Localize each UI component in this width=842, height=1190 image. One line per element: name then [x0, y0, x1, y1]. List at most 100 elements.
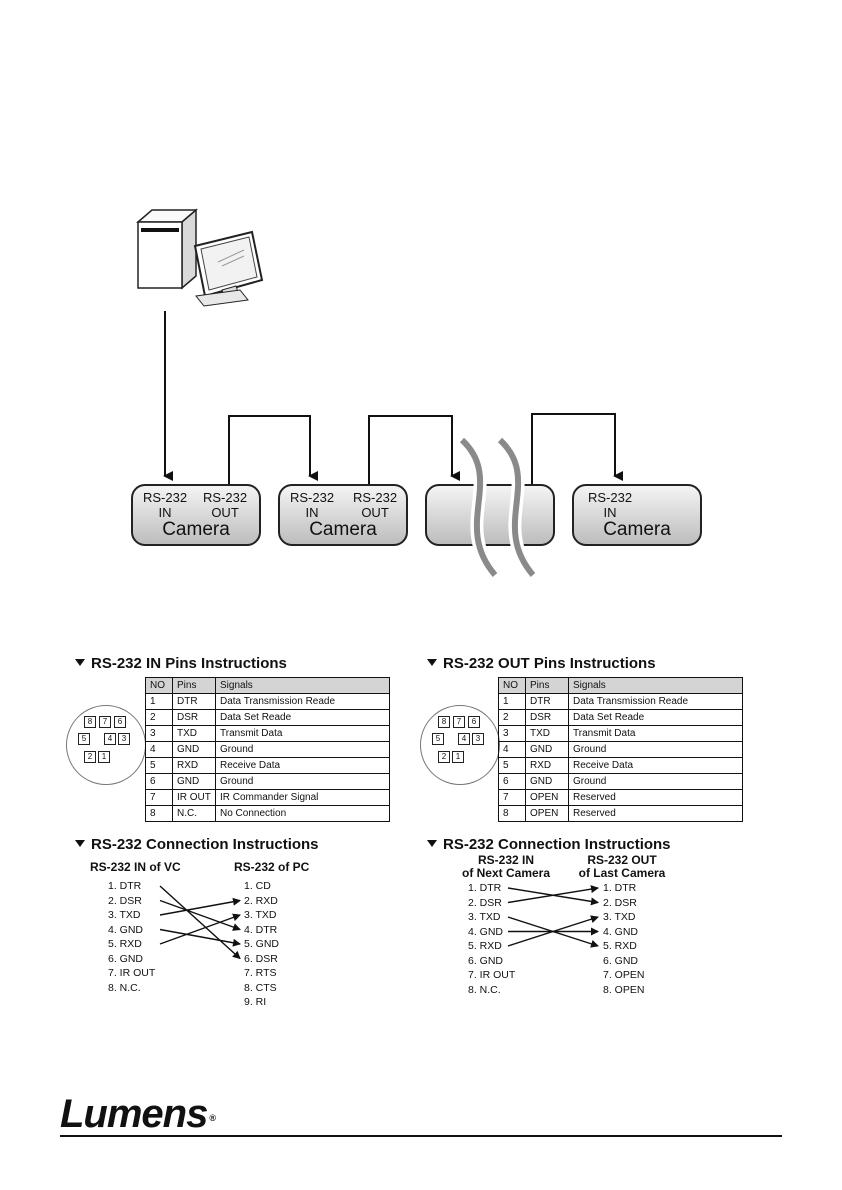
connector-pin: 7	[99, 716, 111, 728]
table-cell: OPEN	[525, 789, 569, 806]
pin-list-item: 4. GND	[108, 923, 144, 936]
wire-line	[159, 897, 241, 916]
pin-list-item: 2. DSR	[468, 896, 502, 909]
wire-line	[507, 916, 599, 948]
triangle-bullet-icon	[427, 658, 437, 666]
table-cell: Ground	[215, 773, 390, 790]
table-cell: 7	[498, 789, 526, 806]
pin-list-item: 6. GND	[108, 952, 144, 965]
table-cell: Transmit Data	[215, 725, 390, 742]
table-cell: DSR	[525, 709, 569, 726]
column-header: NO	[498, 677, 526, 694]
connector-pin: 5	[432, 733, 444, 745]
table-cell: 3	[145, 725, 173, 742]
table-cell: 4	[498, 741, 526, 758]
pin-list-item: 5. RXD	[603, 940, 637, 952]
camera-label: Camera	[162, 519, 230, 540]
connector-pin: 6	[114, 716, 126, 728]
table-cell: 7	[145, 789, 173, 806]
table-cell: IR OUT	[172, 789, 216, 806]
table-cell: 2	[145, 709, 173, 726]
table-cell: N.C.	[172, 805, 216, 822]
pin-list-item: 6. DSR	[244, 952, 278, 965]
pin-list-item: 3. TXD	[468, 911, 501, 923]
wire-line	[507, 885, 599, 904]
triangle-bullet-icon	[75, 658, 85, 666]
table-cell: OPEN	[525, 805, 569, 822]
table-cell: 1	[498, 693, 526, 710]
break-marks	[459, 437, 536, 577]
connector-pin: 8	[84, 716, 96, 728]
chain-line-2	[368, 415, 460, 484]
chain-line-1	[228, 415, 318, 484]
connector-pin: 5	[78, 733, 90, 745]
wire-line	[159, 913, 241, 945]
connector-pin: 1	[98, 751, 110, 763]
table-cell: 3	[498, 725, 526, 742]
wire-line	[507, 915, 599, 947]
pin-list-item: 7. OPEN	[603, 969, 645, 981]
table-cell: Ground	[215, 741, 390, 758]
table-header-row: NO Pins Signals	[145, 677, 390, 694]
column-header: NO	[145, 677, 173, 694]
connector-pin: 4	[458, 733, 470, 745]
pin-list-item: 7. IR OUT	[468, 969, 516, 981]
table-cell: GND	[525, 773, 569, 790]
table-cell: Ground	[568, 773, 743, 790]
table-cell: RXD	[172, 757, 216, 774]
connection-heading-vc-pc: RS-232 Connection Instructions	[75, 836, 319, 853]
registered-mark: ®	[209, 1113, 216, 1123]
table-cell: DTR	[172, 693, 216, 710]
camera-label: Camera	[309, 519, 377, 540]
column-header: Signals	[215, 677, 390, 694]
table-cell: TXD	[525, 725, 569, 742]
table-cell: Ground	[568, 741, 743, 758]
vc-column-title: RS-232 IN of VC	[90, 860, 181, 874]
wire-line	[159, 928, 241, 947]
pin-list-item: 3. TXD	[108, 909, 141, 921]
table-cell: Data Set Reade	[215, 709, 390, 726]
pin-list-item: 4. GND	[603, 925, 639, 938]
table-cell: RXD	[525, 757, 569, 774]
connector-pin: 6	[468, 716, 480, 728]
table-cell: GND	[172, 773, 216, 790]
wire-line	[507, 887, 599, 906]
table-cell: 5	[145, 757, 173, 774]
connector-pin: 7	[453, 716, 465, 728]
table-cell: Reserved	[568, 805, 743, 822]
lumens-logo: Lumens®	[60, 1092, 216, 1136]
connector-pin: 2	[84, 751, 96, 763]
connector-pin: 3	[472, 733, 484, 745]
table-cell: 4	[145, 741, 173, 758]
table-cell: IR Commander Signal	[215, 789, 390, 806]
pin-list-item: 5. RXD	[108, 938, 142, 950]
connector-pin: 4	[104, 733, 116, 745]
diagram-lines	[135, 208, 623, 484]
pin-list-item: 2. DSR	[108, 894, 142, 907]
table-cell: 8	[145, 805, 173, 822]
intermediate-device-box	[425, 484, 555, 546]
pin-list-item: 6. GND	[603, 954, 639, 967]
pin-list-item: 8. N.C.	[468, 983, 501, 996]
footer-divider	[60, 1135, 782, 1137]
pin-list-item: 8. N.C.	[108, 981, 141, 994]
table-cell: 6	[498, 773, 526, 790]
wire-line	[159, 885, 241, 960]
in-connector-diagram: 8 7 6 5 4 3 2 1	[66, 705, 146, 785]
wire-line	[159, 899, 241, 931]
